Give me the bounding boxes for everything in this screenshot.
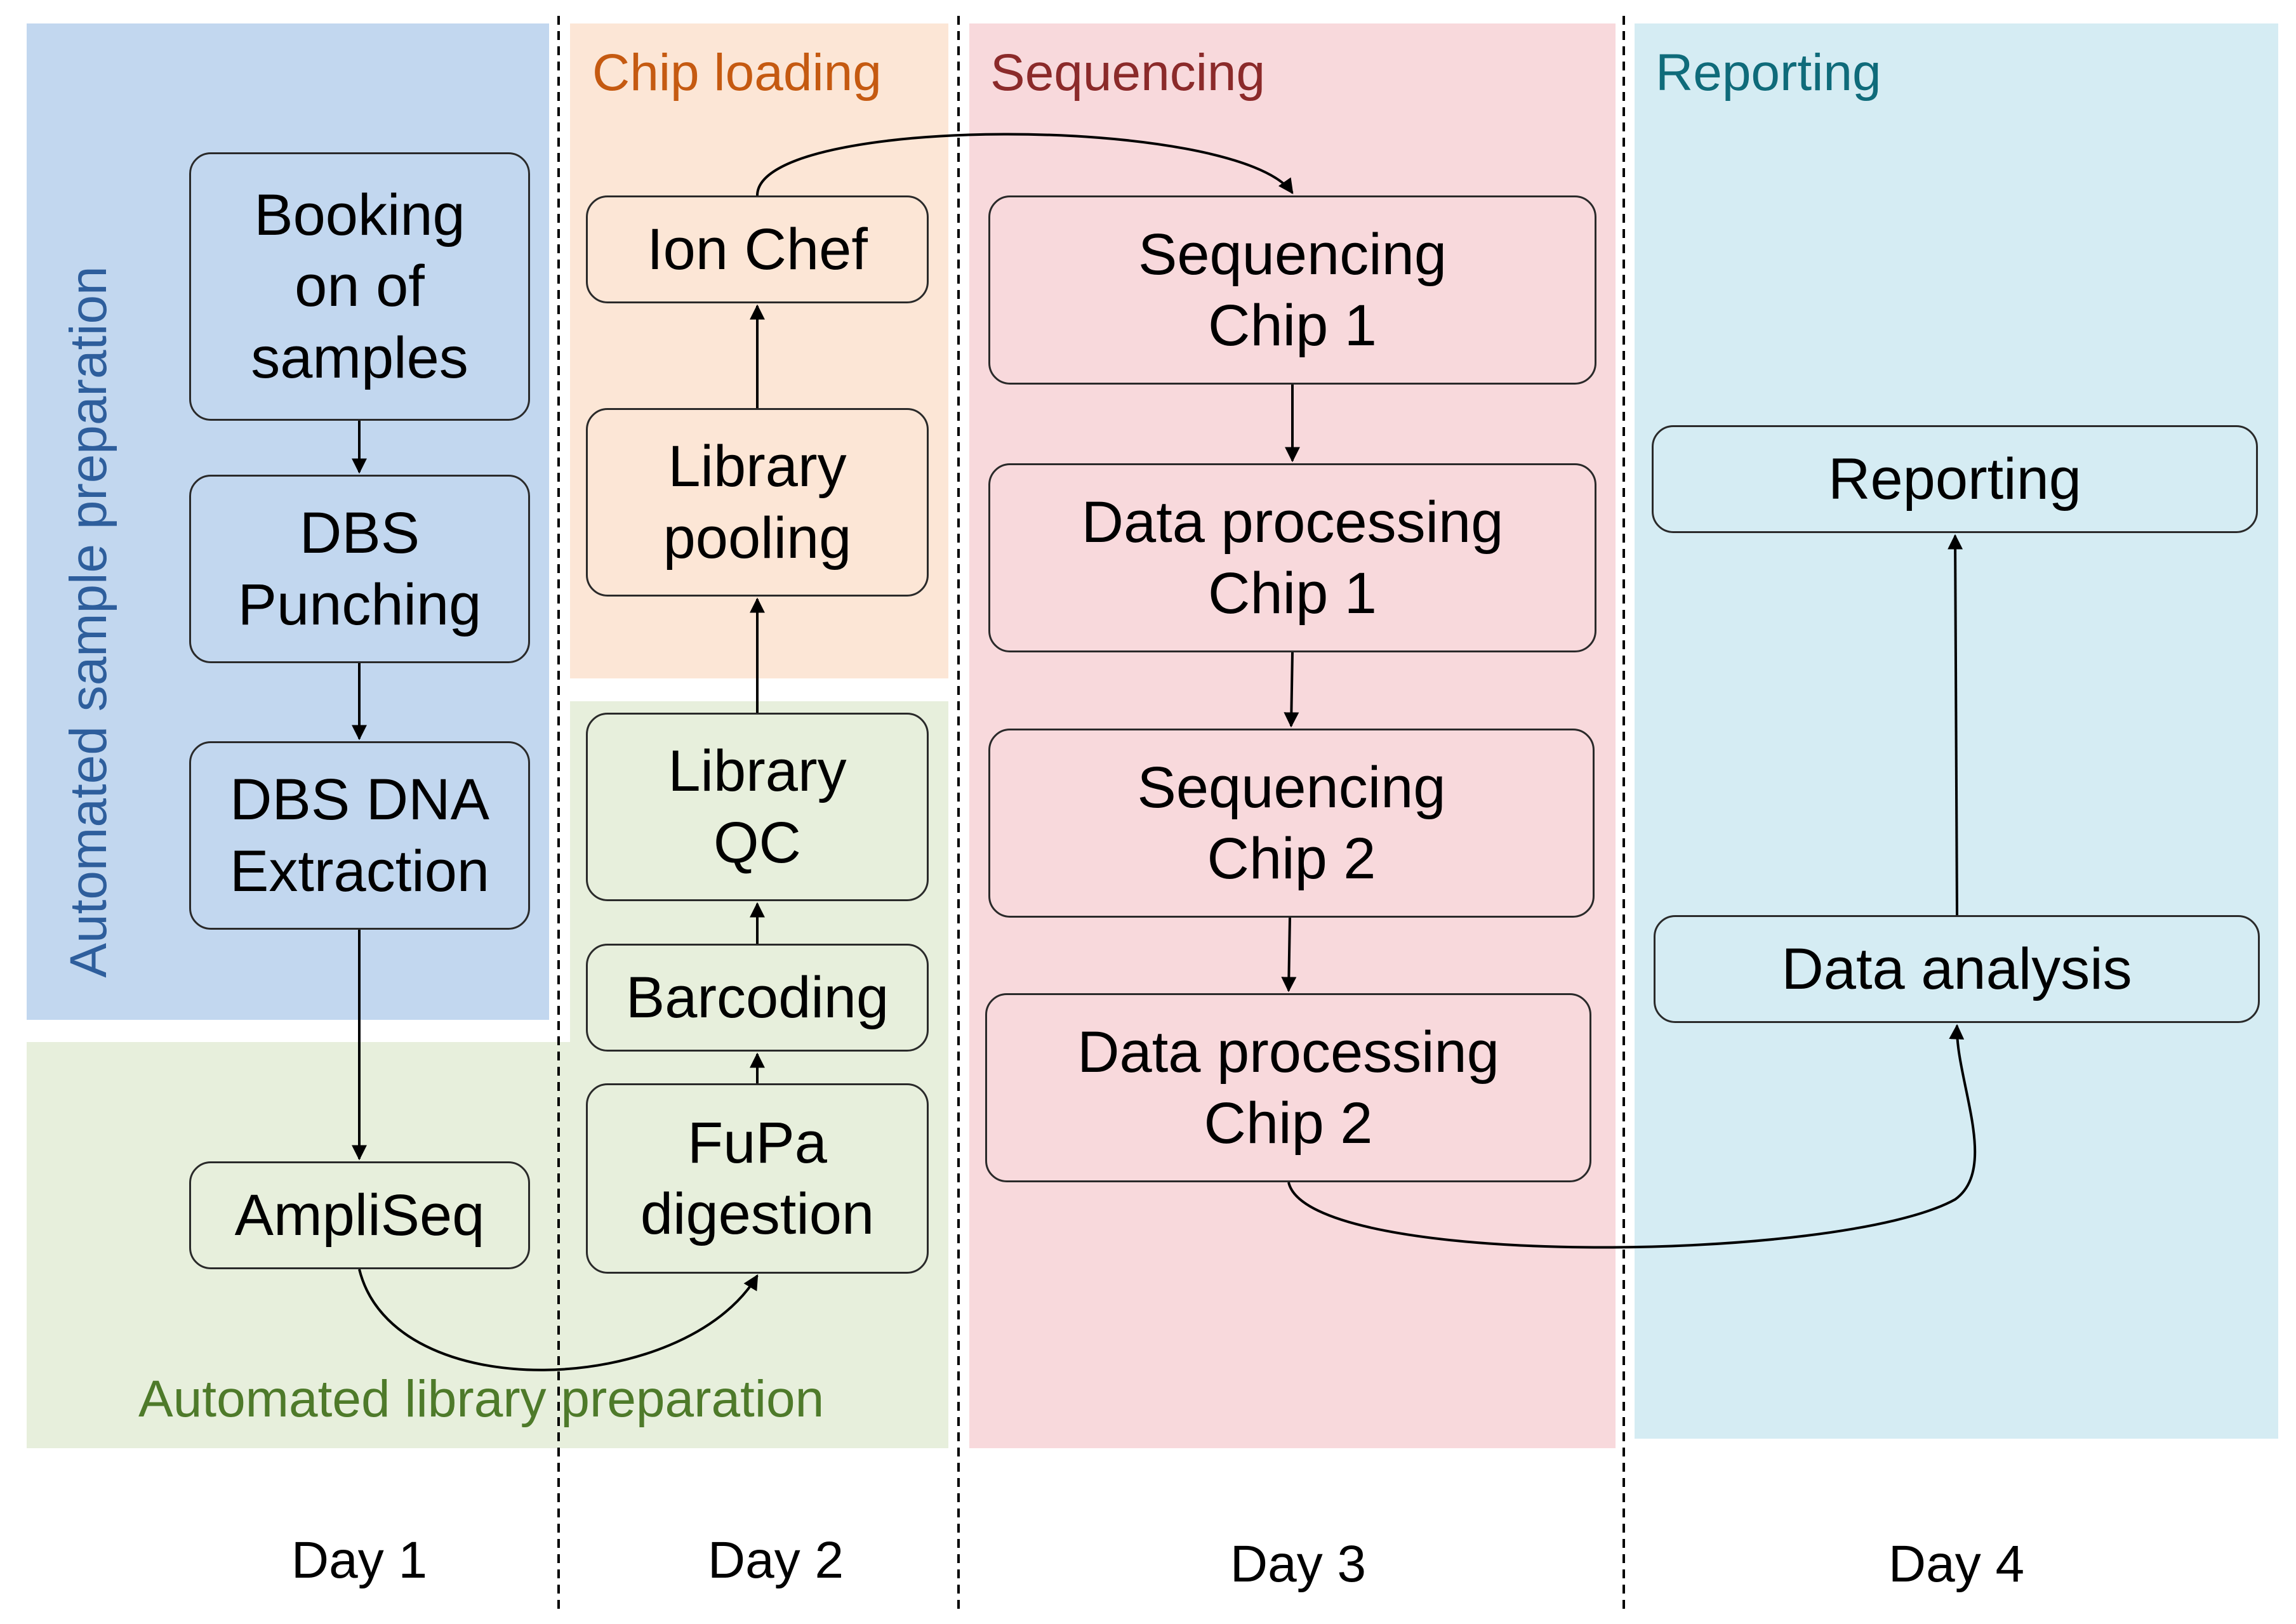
dbs-punching-box: DBS Punching [189,475,530,663]
region-reporting [1635,23,2278,1439]
ion-chef-box: Ion Chef [586,195,929,303]
barcoding-box: Barcoding [586,944,929,1052]
sequencing-chip1-box: Sequencing Chip 1 [988,195,1596,385]
library-preparation-label: Automated library preparation [138,1370,825,1428]
sample-preparation-label: Automated sample preparation [60,266,117,978]
chip-loading-label: Chip loading [592,44,882,102]
day-4-label: Day 4 [1888,1535,2025,1593]
sequencing-label: Sequencing [990,44,1266,102]
dbs-extraction-box: DBS DNA Extraction [189,741,530,930]
data-processing-chip2-box: Data processing Chip 2 [985,993,1591,1182]
booking-box: Booking on of samples [189,152,530,421]
data-processing-chip1-box: Data processing Chip 1 [988,463,1596,652]
library-qc-box: Library QC [586,713,929,901]
day-2-label: Day 2 [707,1531,844,1589]
fupa-digestion-box: FuPa digestion [586,1083,929,1274]
sequencing-chip2-box: Sequencing Chip 2 [988,729,1595,918]
day-3-label: Day 3 [1230,1535,1367,1593]
day-1-label: Day 1 [291,1531,428,1589]
ampliseq-box: AmpliSeq [189,1161,530,1269]
reporting-box: Reporting [1652,425,2258,533]
library-pooling-box: Library pooling [586,408,929,597]
data-analysis-box: Data analysis [1654,915,2260,1023]
reporting-label: Reporting [1656,44,1881,102]
